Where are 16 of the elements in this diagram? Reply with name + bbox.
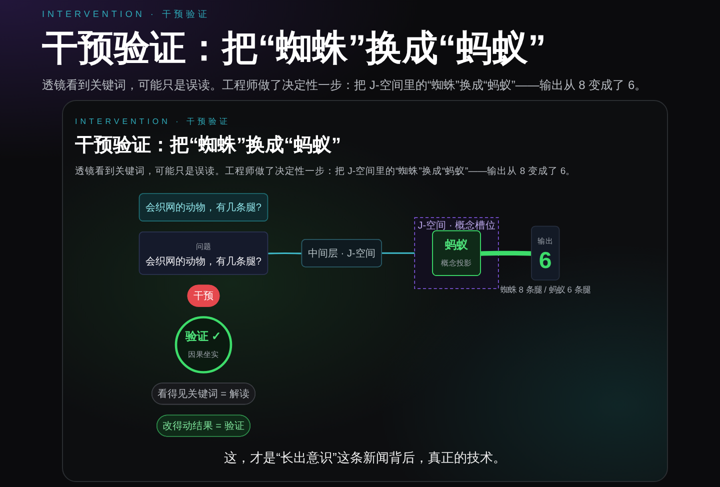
subtitle-text: 透镜看到关键词，可能只是误读。工程师做了决定性一步：把 J-空间里的“蜘蛛”换成“蚂蚁”——输出从 8 变成了 6。	[42, 77, 647, 94]
connector-line	[268, 252, 302, 254]
status-pill: 看得见关键词 = 解读	[151, 382, 256, 405]
eyebrow-text: INTERVENTION · 干预验证	[75, 116, 231, 127]
eyebrow-text: INTERVENTION · 干预验证	[42, 8, 210, 21]
connector-line	[382, 252, 415, 254]
connector-line	[480, 250, 532, 256]
question-banner: 会织网的动物，有几条腿?	[138, 193, 268, 222]
card-heading: 干预验证：把“蜘蛛”换成“蚂蚁”	[75, 134, 341, 158]
caption-text: 这，才是“长出意识”这条新闻背后，真正的技术。	[224, 450, 506, 465]
layer-panel: 中间层 · J-空间	[301, 239, 382, 268]
subtitle-text: 透镜看到关键词，可能只是误读。工程师做了决定性一步：把 J-空间里的“蜘蛛”换成“蚂蚁”——输出从 8 变成了 6。	[75, 165, 576, 178]
page-title: 干预验证：把“蜘蛛”换成“蚂蚁”	[42, 26, 546, 70]
intervention-badge: 干预	[187, 284, 220, 307]
side-note: 蜘蛛 8 条腿 / 蚂蚁 6 条腿	[500, 284, 590, 294]
status-pill: 改得动结果 = 验证	[156, 414, 250, 437]
